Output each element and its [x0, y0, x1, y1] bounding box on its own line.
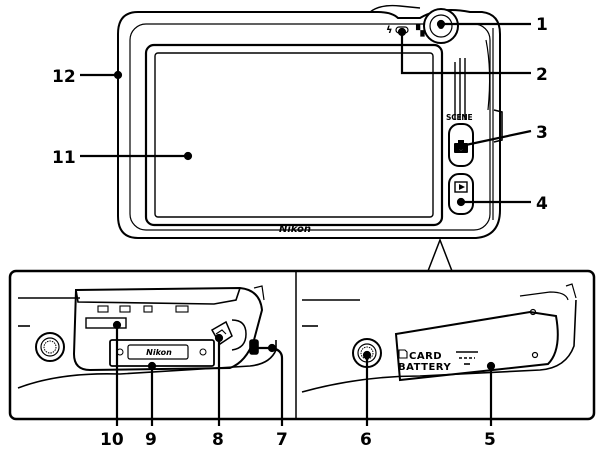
camera-bottom-edge [17, 340, 277, 389]
chamber-opening [72, 286, 264, 372]
sd-card-icon [398, 349, 408, 359]
bottom-view-panel [8, 269, 596, 421]
inset-frame [8, 269, 596, 421]
callout-10: 10 [100, 430, 124, 450]
scene-label: SCENE [446, 113, 473, 122]
screen-frame [144, 43, 444, 227]
callout-9: 9 [145, 430, 157, 450]
brand-logo: Nikon [279, 224, 311, 235]
battery-label: BATTERY [398, 362, 451, 373]
strap-eyelet [493, 109, 503, 143]
callout-2: 2 [536, 65, 548, 85]
camera-back [117, 4, 503, 239]
battery [109, 339, 215, 367]
callout-3: 3 [536, 123, 548, 143]
movie-icon: ▚ [415, 23, 425, 37]
callout-6: 6 [360, 430, 372, 450]
callout-12: 12 [52, 67, 76, 87]
zoom-connector [427, 237, 453, 272]
card-label: CARD [409, 351, 442, 362]
top-ridge [369, 4, 421, 13]
memory-card-slot [85, 317, 127, 329]
playback-button[interactable] [448, 173, 474, 215]
callout-1: 1 [536, 15, 548, 35]
camera-body-outline [117, 9, 501, 239]
callout-8: 8 [212, 430, 224, 450]
grip-line [485, 39, 491, 111]
closed-battery-cover-view [301, 283, 577, 393]
callout-5: 5 [484, 430, 496, 450]
camera-bezel [129, 23, 491, 231]
play-icon [454, 181, 468, 193]
flash-icon: ϟ [386, 25, 393, 36]
battery-cover [394, 310, 559, 382]
battery-cover-open [75, 287, 241, 305]
leader-lines [80, 19, 532, 426]
callout-11: 11 [52, 148, 76, 168]
dc-symbol [456, 351, 478, 365]
callout-4: 4 [536, 194, 548, 214]
battery-brand: Nikon [146, 348, 172, 357]
camera-bottom-edge [301, 299, 577, 393]
lcd-monitor [154, 52, 434, 218]
callout-7: 7 [276, 430, 288, 450]
speaker-grille [454, 58, 466, 120]
tripod-socket-left [35, 332, 65, 362]
